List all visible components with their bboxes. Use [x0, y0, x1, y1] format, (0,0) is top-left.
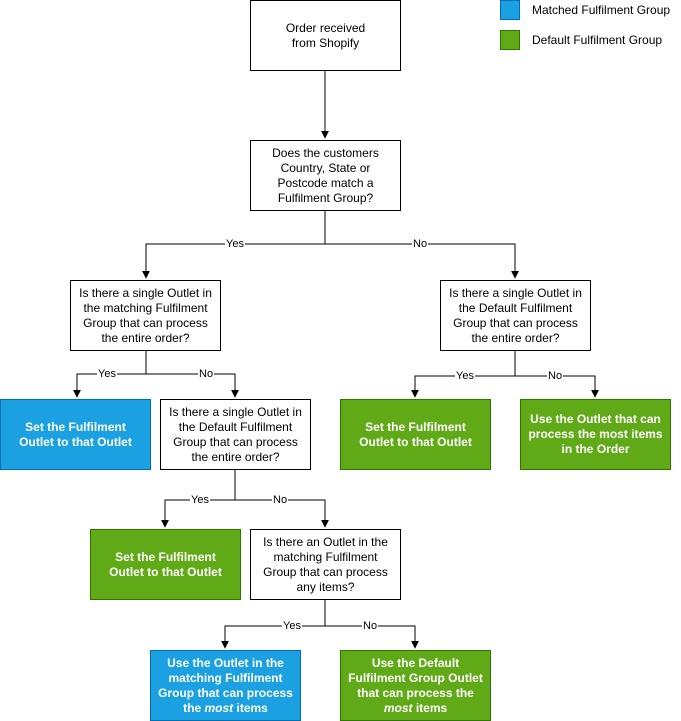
legend-default-swatch [500, 30, 520, 50]
legend-matched-label: Matched Fulfilment Group [532, 3, 671, 17]
edge-matched-single-no [146, 373, 239, 398]
use-most-items-default-text: Use the Outlet that can process the most… [528, 412, 663, 456]
edge-label-matched-single-no: No [198, 368, 215, 380]
edge-any-items-yes [221, 600, 326, 649]
edge-label-any-items-no: No [362, 620, 379, 632]
legend-matched: Matched Fulfilment Group [500, 0, 670, 20]
default-single-outlet-right-text: Is there a single Outlet in the Default … [449, 285, 582, 345]
set-outlet-matched-text: Set the Fulfilment Outlet to that Outlet [19, 419, 132, 449]
edge-label-match-no: No [412, 238, 429, 250]
use-default-group-most-emphasis: most [383, 700, 413, 715]
start-node-text: Order received from Shopify [285, 20, 366, 50]
matched-single-outlet-text: Is there a single Outlet in the matching… [79, 285, 212, 345]
default-single-outlet-mid-text: Is there a single Outlet in the Default … [169, 404, 302, 464]
default-single-outlet-mid-node: Is there a single Outlet in the Default … [160, 399, 311, 470]
match-question-text: Does the customers Country, State or Pos… [272, 145, 379, 205]
default-single-outlet-right-node: Is there a single Outlet in the Default … [440, 280, 591, 351]
use-matched-most-node: Use the Outlet in the matching Fulfilmen… [150, 650, 301, 721]
edge-label-default-right-yes: Yes [455, 370, 475, 382]
edge-label-default-mid-yes: Yes [190, 494, 210, 506]
set-outlet-default-mid-node: Set the Fulfilment Outlet to that Outlet [90, 529, 241, 600]
use-most-items-default-node: Use the Outlet that can process the most… [520, 399, 671, 470]
matched-any-items-node: Is there an Outlet in the matching Fulfi… [250, 529, 401, 600]
use-matched-most-text-b: items [233, 700, 268, 715]
legend-default-label: Default Fulfilment Group [532, 33, 663, 47]
legend-matched-swatch [500, 0, 520, 20]
set-outlet-matched-node: Set the Fulfilment Outlet to that Outlet [0, 399, 151, 470]
use-default-group-most-text: Use the Default Fulfilment Group Outlet … [347, 656, 484, 716]
start-node: Order received from Shopify [250, 0, 401, 71]
set-outlet-default-mid-text: Set the Fulfilment Outlet to that Outlet [109, 549, 222, 579]
matched-single-outlet-node: Is there a single Outlet in the matching… [70, 280, 221, 351]
use-matched-most-text-a: Use the Outlet in the matching Fulfilmen… [158, 655, 293, 715]
edge-default-right-no [515, 375, 599, 398]
set-outlet-default-right-node: Set the Fulfilment Outlet to that Outlet [340, 399, 491, 470]
use-default-group-most-node: Use the Default Fulfilment Group Outlet … [340, 650, 491, 721]
legend-default: Default Fulfilment Group [500, 30, 662, 50]
use-matched-most-text: Use the Outlet in the matching Fulfilmen… [157, 656, 294, 716]
use-default-group-most-text-a: Use the Default Fulfilment Group Outlet … [348, 655, 483, 700]
match-question-node: Does the customers Country, State or Pos… [250, 140, 401, 211]
edge-label-default-right-no: No [547, 370, 564, 382]
use-default-group-most-text-b: items [412, 700, 448, 715]
edge-label-default-mid-no: No [272, 494, 289, 506]
edge-match-no [325, 243, 519, 279]
edge-label-any-items-yes: Yes [282, 620, 302, 632]
use-matched-most-emphasis: most [204, 700, 234, 715]
edge-label-match-yes: Yes [225, 238, 245, 250]
set-outlet-default-right-text: Set the Fulfilment Outlet to that Outlet [359, 419, 472, 449]
edge-label-matched-single-yes: Yes [97, 368, 117, 380]
matched-any-items-text: Is there an Outlet in the matching Fulfi… [263, 534, 388, 594]
edge-any-items-no [325, 625, 419, 649]
edge-default-mid-no [235, 499, 329, 528]
